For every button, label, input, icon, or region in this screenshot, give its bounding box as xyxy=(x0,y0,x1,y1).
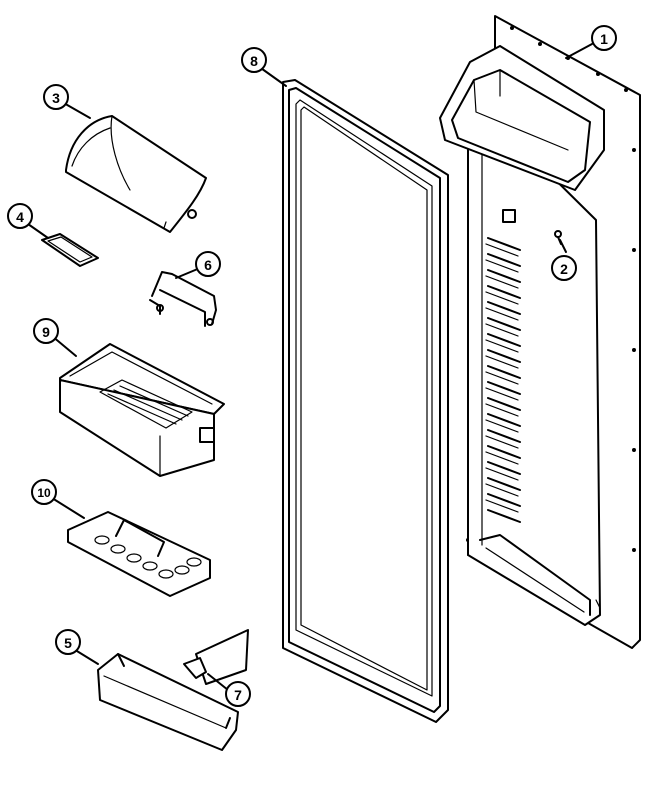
callout-1: 1 xyxy=(591,25,617,51)
callout-7-label: 7 xyxy=(234,687,242,703)
callout-9-label: 9 xyxy=(42,324,50,340)
callout-2-label: 2 xyxy=(560,261,568,277)
callout-7: 7 xyxy=(225,681,251,707)
callout-8-label: 8 xyxy=(250,53,258,69)
shelf-rails xyxy=(485,209,521,523)
dairy-door xyxy=(65,115,207,233)
callout-3: 3 xyxy=(43,84,69,110)
callout-6-label: 6 xyxy=(204,257,212,273)
egg-tray xyxy=(67,511,211,597)
callout-8: 8 xyxy=(241,47,267,73)
callout-3-label: 3 xyxy=(52,90,60,106)
callout-4-label: 4 xyxy=(16,209,24,225)
liner-top-bucket xyxy=(439,45,605,191)
divider xyxy=(183,629,249,685)
door-bin-small xyxy=(97,653,239,751)
door-bin xyxy=(59,343,225,477)
door-gasket xyxy=(282,79,449,723)
callout-4: 4 xyxy=(7,203,33,229)
callout-5: 5 xyxy=(55,629,81,655)
callout-10: 10 xyxy=(31,479,57,505)
door-liner xyxy=(439,15,641,649)
small-tray xyxy=(41,233,99,267)
egg-cups xyxy=(94,535,202,579)
callout-9: 9 xyxy=(33,318,59,344)
callout-6: 6 xyxy=(195,251,221,277)
callout-5-label: 5 xyxy=(64,635,72,651)
callout-10-label: 10 xyxy=(37,486,51,500)
callout-2: 2 xyxy=(551,255,577,281)
bracket xyxy=(149,271,217,327)
callout-1-label: 1 xyxy=(600,31,608,47)
